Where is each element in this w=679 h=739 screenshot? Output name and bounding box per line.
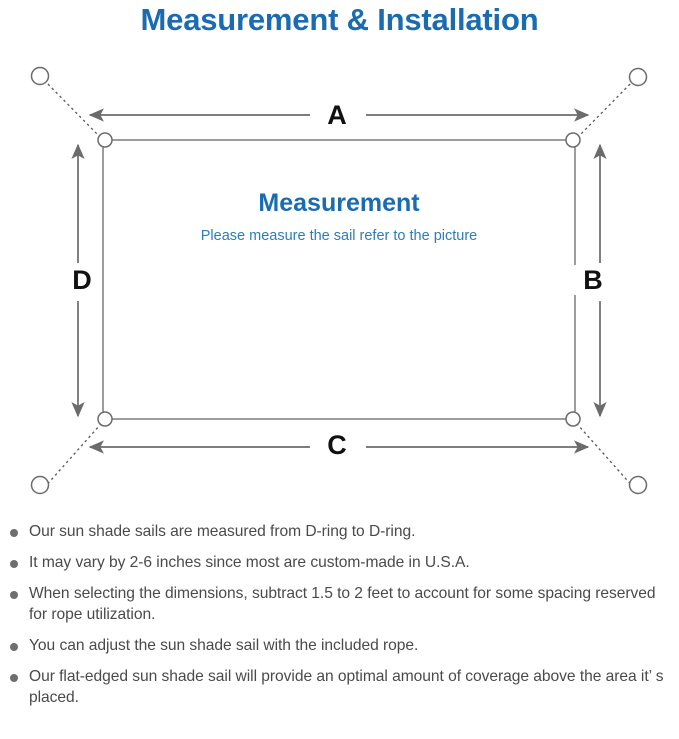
rope-line-top-right <box>577 79 635 138</box>
list-item: It may vary by 2-6 inches since most are… <box>0 552 679 573</box>
bullet-icon <box>10 529 18 537</box>
notes-list: Our sun shade sails are measured from D-… <box>0 521 679 718</box>
bullet-icon <box>10 643 18 651</box>
anchor-bottom-left-icon <box>30 475 50 495</box>
note-text: Our flat-edged sun shade sail will provi… <box>29 668 664 706</box>
rope-line-bottom-right <box>577 424 635 489</box>
d-ring-bottom-right-icon <box>565 411 581 427</box>
anchor-bottom-right-icon <box>628 475 648 495</box>
d-ring-top-right-icon <box>565 132 581 148</box>
d-ring-bottom-left-icon <box>97 411 113 427</box>
list-item: You can adjust the sun shade sail with t… <box>0 635 679 656</box>
dimension-label-b: B <box>573 265 613 295</box>
page-title: Measurement & Installation <box>140 2 539 37</box>
sail-measurement-diagram <box>30 66 648 495</box>
dimension-label-c: C <box>313 430 361 460</box>
bullet-icon <box>10 591 18 599</box>
dimension-label-d: D <box>62 265 102 295</box>
note-text: It may vary by 2-6 inches since most are… <box>29 554 470 571</box>
note-text: You can adjust the sun shade sail with t… <box>29 637 419 654</box>
anchor-top-right-icon <box>628 67 648 87</box>
rope-lines <box>43 79 635 489</box>
anchor-points <box>30 66 648 495</box>
shade-sail-body <box>102 139 576 420</box>
list-item: Our flat-edged sun shade sail will provi… <box>0 666 679 708</box>
bullet-icon <box>10 674 18 682</box>
dimension-label-a: A <box>313 100 361 130</box>
note-text: Our sun shade sails are measured from D-… <box>29 523 416 540</box>
note-text: When selecting the dimensions, subtract … <box>29 585 656 623</box>
rope-line-bottom-left <box>43 424 101 489</box>
list-item: Our sun shade sails are measured from D-… <box>0 521 679 542</box>
bullet-icon <box>10 560 18 568</box>
anchor-top-left-icon <box>30 66 50 86</box>
rope-line-top-left <box>43 79 101 138</box>
d-ring-top-left-icon <box>97 132 113 148</box>
list-item: When selecting the dimensions, subtract … <box>0 583 679 625</box>
d-rings <box>97 132 581 427</box>
